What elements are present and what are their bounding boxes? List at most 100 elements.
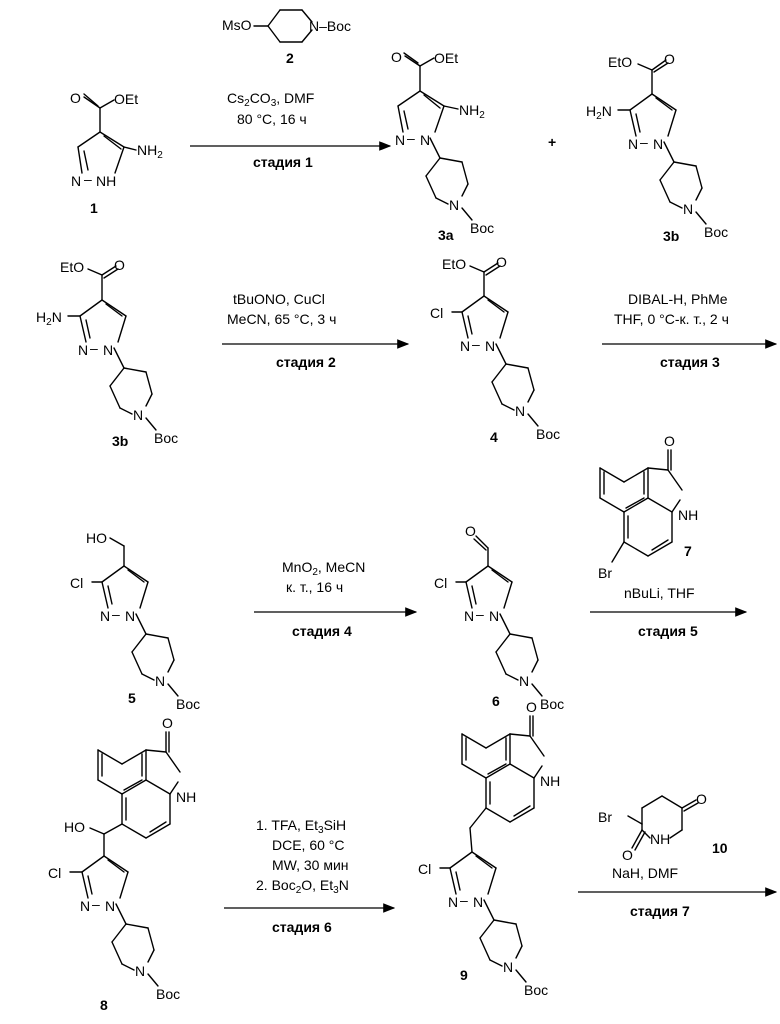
- step3-conditions: THF, 0 °C-к. т., 2 ч: [614, 311, 729, 327]
- svg-text:N: N: [100, 608, 110, 624]
- svg-text:Cl: Cl: [418, 861, 431, 877]
- svg-text:O: O: [664, 51, 675, 67]
- atom-nh2: NH2: [459, 102, 485, 121]
- svg-text:N: N: [464, 608, 474, 624]
- atom-n: N: [71, 173, 81, 189]
- compound-label-3a: 3a: [438, 227, 454, 243]
- atom-cl: Cl: [430, 305, 443, 321]
- svg-text:N: N: [503, 959, 513, 975]
- compound-label-5: 5: [128, 690, 136, 706]
- compound-label-8: 8: [100, 997, 108, 1013]
- compound-label-2: 2: [286, 50, 294, 66]
- atom-o: O: [70, 90, 81, 106]
- compound-3b: EtO O H2N N – N N Boc 3b: [586, 51, 728, 244]
- step4-reagents: MnO2, MeCN: [282, 559, 365, 578]
- step7-label: стадия 7: [630, 903, 690, 919]
- svg-text:N: N: [460, 338, 470, 354]
- svg-text:–: –: [640, 134, 648, 150]
- reagent-2: MsO N–Boc 2: [222, 10, 351, 66]
- svg-text:O: O: [162, 715, 173, 731]
- atom-mso: MsO: [222, 17, 252, 33]
- svg-text:EtO: EtO: [442, 256, 466, 272]
- compound-6: O Cl N – N N Boc 6: [434, 523, 564, 712]
- reagent-10: Br O NH O 10: [598, 791, 728, 863]
- compound-label-7: 7: [684, 543, 692, 559]
- svg-text:O: O: [622, 847, 633, 863]
- compound-5: HO Cl N – N N Boc 5: [70, 530, 200, 712]
- atom-n-boc: N–Boc: [309, 18, 351, 34]
- step6-line4: 2. Boc2O, Et3N: [256, 877, 349, 896]
- svg-text:HO: HO: [64, 819, 85, 835]
- svg-text:N: N: [489, 608, 499, 624]
- svg-text:O: O: [696, 791, 707, 807]
- svg-text:O: O: [391, 49, 402, 65]
- svg-text:Boc: Boc: [154, 430, 178, 446]
- svg-text:EtO: EtO: [60, 259, 84, 275]
- step6-line2: DCE, 60 °C: [272, 837, 345, 853]
- atom-h2n: H2N: [586, 103, 612, 122]
- atom-nh: NH: [96, 173, 116, 189]
- svg-text:N: N: [105, 898, 115, 914]
- compound-label-4: 4: [490, 429, 498, 445]
- svg-text:NH: NH: [540, 773, 560, 789]
- svg-text:Br: Br: [598, 809, 612, 825]
- svg-text:–: –: [472, 336, 480, 352]
- svg-text:O: O: [465, 523, 476, 539]
- step6-line1: 1. TFA, Et3SiH: [256, 817, 346, 836]
- svg-text:Boc: Boc: [176, 696, 200, 712]
- svg-text:–: –: [90, 340, 98, 356]
- step3-reagents: DIBAL-H, PhMe: [628, 291, 728, 307]
- svg-text:O: O: [664, 433, 675, 449]
- svg-text:N: N: [135, 963, 145, 979]
- svg-text:Boc: Boc: [524, 982, 548, 998]
- svg-text:N: N: [103, 342, 113, 358]
- svg-text:NH: NH: [176, 789, 196, 805]
- compound-4: EtO O Cl N – N N Boc 4: [430, 254, 560, 445]
- atom-ho: HO: [86, 530, 107, 546]
- step1-reagents: Cs2CO3, DMF: [227, 90, 314, 109]
- compound-label-1: 1: [90, 200, 98, 216]
- compound-9: O NH Cl N – N N Boc 9: [418, 699, 560, 998]
- svg-text:N: N: [155, 673, 165, 689]
- svg-text:–: –: [92, 896, 100, 912]
- reagent-7: O NH 7 Br: [598, 433, 698, 581]
- svg-text:Boc: Boc: [704, 224, 728, 240]
- svg-text:N: N: [133, 407, 143, 423]
- svg-text:N: N: [515, 403, 525, 419]
- step6-line3: MW, 30 мин: [272, 857, 349, 873]
- svg-text:Cl: Cl: [48, 865, 61, 881]
- step5-label: стадия 5: [638, 623, 698, 639]
- svg-text:N: N: [519, 673, 529, 689]
- step4-conditions: к. т., 16 ч: [286, 579, 343, 595]
- step7-reagents: NaH, DMF: [612, 865, 678, 881]
- svg-text:H2N: H2N: [36, 309, 62, 328]
- plus-sign: +: [548, 134, 556, 150]
- atom-br: Br: [598, 565, 612, 581]
- atom-nh2: NH2: [137, 142, 163, 161]
- svg-text:N: N: [485, 338, 495, 354]
- svg-text:NH: NH: [650, 831, 670, 847]
- svg-text:Boc: Boc: [156, 986, 180, 1002]
- compound-label-6: 6: [492, 693, 500, 709]
- svg-text:N: N: [80, 898, 90, 914]
- svg-text:–: –: [112, 606, 120, 622]
- svg-text:O: O: [114, 257, 125, 273]
- svg-text:NH: NH: [678, 507, 698, 523]
- compound-3b-reactant: EtO O H2N N – N N Boc 3b: [36, 257, 178, 449]
- svg-text:O: O: [526, 699, 537, 715]
- step1-label: стадия 1: [253, 154, 313, 170]
- svg-text:N: N: [420, 132, 430, 148]
- svg-text:N: N: [448, 894, 458, 910]
- svg-text:O: O: [496, 254, 507, 270]
- compound-3a: O OEt NH2 N – N N Boc 3a: [391, 49, 494, 243]
- compound-label-3b-row2: 3b: [112, 433, 128, 449]
- svg-text:N: N: [683, 201, 693, 217]
- step2-reagents: tBuONO, CuCl: [233, 291, 325, 307]
- svg-text:Boc: Boc: [540, 696, 564, 712]
- step6-label: стадия 6: [272, 919, 332, 935]
- svg-text:Boc: Boc: [470, 220, 494, 236]
- svg-text:–: –: [407, 130, 415, 146]
- step3-label: стадия 3: [660, 354, 720, 370]
- svg-text:N: N: [78, 342, 88, 358]
